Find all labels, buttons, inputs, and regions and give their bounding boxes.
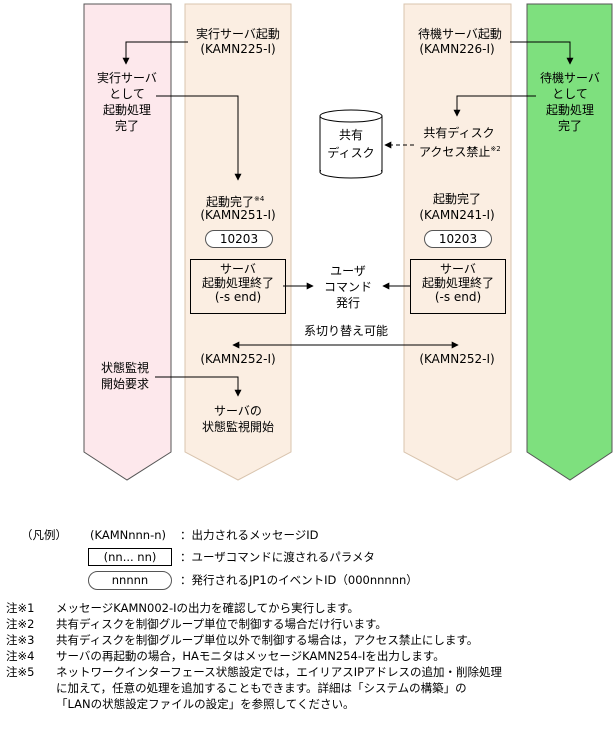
shared-disk-label1: 共有 [338, 128, 364, 142]
legend-param-desc: ：ユーザコマンドに渡されるパラメタ [180, 550, 375, 564]
standby-done-line4: 完了 [557, 119, 583, 133]
standby-done-line1: 待機サーバ [540, 71, 600, 85]
standby-done-line3: 起動処理 [545, 103, 595, 117]
standby-box-line3: (-s end) [434, 290, 482, 304]
access-ban-note: ※2 [490, 145, 501, 153]
standby-server-lane [526, 3, 613, 481]
note-text: サーバの再起動の場合，HAモニタはメッセージKAMN254-Iを出力します。 [56, 649, 445, 663]
note-row: 注※2 共有ディスクを制御グループ単位で制御する場合だけ行います。 [6, 616, 502, 632]
note-key: 注※2 [6, 617, 35, 631]
standby-box-line2: 起動処理終了 [421, 276, 494, 290]
arrow-monitor [155, 376, 242, 397]
exec-box-line3: (-s end) [214, 290, 262, 304]
arrow-standby-done [453, 95, 536, 117]
note-text: メッセージKAMN002-Iの出力を確認してから実行します。 [56, 601, 359, 615]
access-ban-line2: アクセス禁止※2 [419, 145, 501, 159]
monitor-request-line1: 状態監視 [100, 361, 150, 375]
standby-kamn252: (KAMN252-I) [419, 352, 495, 366]
user-command-line3: 発行 [335, 296, 361, 310]
shared-disk-icon [319, 109, 383, 179]
exec-start-done-msgid: (KAMN251-I) [200, 208, 276, 222]
exec-server-lane [83, 3, 172, 481]
note-row: に加えて，任意の処理を追加することもできます。詳細は「システムの構築」の [6, 680, 502, 696]
note-row: 注※4 サーバの再起動の場合，HAモニタはメッセージKAMN254-Iを出力します… [6, 648, 502, 664]
exec-kamn252: (KAMN252-I) [200, 352, 276, 366]
access-ban-line1: 共有ディスク [423, 126, 495, 140]
legend-event-desc: ：発行されるJP1のイベントID（000nnnnn） [180, 573, 418, 587]
note-row: 「LANの状態設定ファイルの設定」を参照してください。 [6, 696, 502, 712]
exec-done-line1: 実行サーバ [97, 71, 157, 85]
note-text: ネットワークインターフェース状態設定では，エイリアスIPアドレスの追加・削除処理 [56, 665, 503, 679]
note-text: 共有ディスクを制御グループ単位以外で制御する場合は，アクセス禁止にします。 [56, 633, 479, 647]
standby-box-line1: サーバ [440, 262, 476, 276]
legend-title: （凡例） [21, 528, 67, 542]
exec-done-line3: 起動処理 [102, 103, 152, 117]
monitor-start-line1: サーバの [214, 404, 262, 418]
monitor-start-line2: 状態監視開始 [201, 420, 275, 434]
arrow-exec-done [156, 95, 242, 181]
arrow-standby-start [510, 41, 574, 65]
note-key: 注※3 [6, 633, 35, 647]
exec-box-line2: 起動処理終了 [201, 276, 274, 290]
user-command-line1: ユーザ [330, 264, 366, 278]
note-key: 注※1 [6, 601, 35, 615]
note-key: 注※5 [6, 665, 35, 679]
standby-event-id: 10203 [424, 230, 492, 248]
exec-server-start-label: 実行サーバ起動 [196, 27, 280, 41]
standby-server-start-label: 待機サーバ起動 [418, 27, 502, 41]
note-row: 注※5 ネットワークインターフェース状態設定では，エイリアスIPアドレスの追加・削… [6, 664, 502, 680]
standby-done-line2: として [552, 87, 588, 101]
note-key: 注※4 [6, 649, 35, 663]
standby-start-done-msgid: (KAMN241-I) [419, 208, 495, 222]
exec-event-id: 10203 [205, 230, 273, 248]
note-row: 注※1 メッセージKAMN002-Iの出力を確認してから実行します。 [6, 600, 502, 616]
exec-done-line2: として [109, 87, 145, 101]
legend-event-pill: nnnnn [88, 571, 172, 590]
legend-msg-desc: ：出力されるメッセージID [180, 528, 319, 542]
exec-server-start-msgid: (KAMN225-I) [200, 42, 276, 56]
standby-server-start-msgid: (KAMN226-I) [419, 42, 495, 56]
exec-start-done-note: ※4 [254, 195, 265, 203]
note-text: 「LANの状態設定ファイルの設定」を参照してください。 [56, 697, 355, 711]
arrow-exec-start [122, 41, 188, 65]
note-text: 共有ディスクを制御グループ単位で制御する場合だけ行います。 [56, 617, 387, 631]
shared-disk-label2: ディスク [327, 146, 375, 160]
exec-done-line4: 完了 [114, 119, 140, 133]
user-command-line2: コマンド [323, 280, 373, 294]
legend-param-box: (nn... nn) [88, 548, 172, 566]
notes-block: 注※1 メッセージKAMN002-Iの出力を確認してから実行します。 注※2 共有デ… [6, 600, 502, 712]
standby-end-command-box: サーバ 起動処理終了 (-s end) [410, 259, 506, 314]
legend-msg-sample: (KAMNnnn-n) [90, 528, 167, 542]
note-text: に加えて，任意の処理を追加することもできます。詳細は「システムの構築」の [56, 681, 467, 695]
exec-start-done: 起動完了※4 [206, 195, 265, 209]
exec-box-line1: サーバ [220, 262, 256, 276]
exec-end-command-box: サーバ 起動処理終了 (-s end) [190, 259, 286, 314]
switch-possible-label: 系切り替え可能 [303, 324, 389, 338]
note-row: 注※3 共有ディスクを制御グループ単位以外で制御する場合は，アクセス禁止にします。 [6, 632, 502, 648]
monitor-request-line2: 開始要求 [100, 377, 150, 391]
standby-start-done: 起動完了 [432, 192, 482, 206]
